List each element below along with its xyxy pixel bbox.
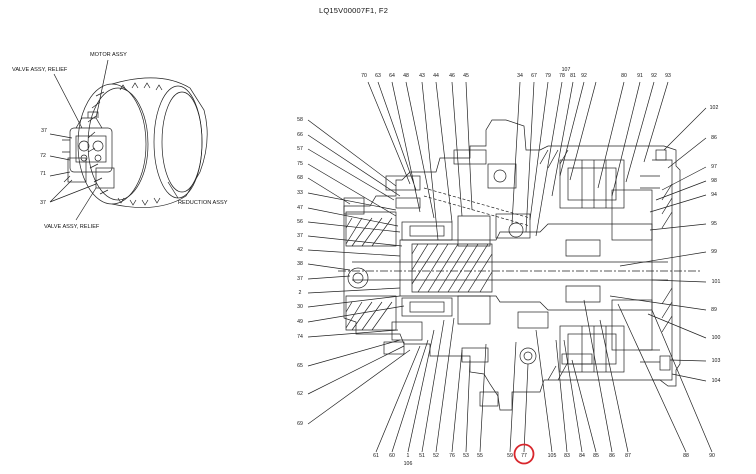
bottom-ref-16: 88 [683,453,689,459]
top-ref-17: 92 [651,73,657,79]
right-ref-6: 99 [711,249,717,255]
top-ref-13: 81 [570,73,576,79]
right-ref-7: 101 [711,279,721,285]
small-ref-0: 37 [41,128,47,134]
left-ref-9: 42 [297,247,303,253]
top-ref-18: 93 [665,73,671,79]
right-ref-3: 98 [711,178,717,184]
bottom-ref-4: 52 [433,453,439,459]
left-ref-7: 56 [297,219,303,225]
left-ref-16: 65 [297,363,303,369]
bottom-ref-17: 90 [709,453,715,459]
left-ref-11: 37 [297,276,303,282]
bottom-ref-7: 55 [477,453,483,459]
right-ref-2: 97 [711,164,717,170]
left-ref-18: 69 [297,421,303,427]
top-ref-10: 79 [545,73,551,79]
left-ref-8: 37 [297,233,303,239]
motor-assembly-isometric [62,77,208,208]
sectional-view [338,119,700,411]
left-ref-6: 47 [297,205,303,211]
top-ref-0: 70 [361,73,367,79]
small-ref-3: 37 [40,200,46,206]
bottom-ref-0: 61 [373,453,379,459]
bottom-ref-8: 59 [507,453,513,459]
top-ref-6: 46 [449,73,455,79]
top-ref-12: 78 [559,73,565,79]
reduction-assy-label: REDUCTION ASSY [178,200,228,206]
top-ref-9: 67 [531,73,537,79]
top-ref-15: 80 [621,73,627,79]
bottom-sub-ref: 106 [403,461,413,467]
top-ref-7: 45 [463,73,469,79]
valve-assy-relief-top-label: VALVE ASSY, RELIEF [12,67,68,73]
bottom-ref-14: 86 [609,453,615,459]
left-ref-1: 66 [297,132,303,138]
top-ref-1: 63 [375,73,381,79]
left-ref-5: 33 [297,190,303,196]
small-ref-2: 71 [40,171,46,177]
bottom-ref-3: 51 [419,453,425,459]
drawing-title: LQ15V00007F1, F2 [319,6,389,15]
bottom-ref-13: 85 [593,453,599,459]
top-ref-16: 91 [637,73,643,79]
left-ref-13: 30 [297,304,303,310]
top-ref-2: 64 [389,73,395,79]
right-ref-11: 104 [711,378,721,384]
top-ref-8: 34 [517,73,523,79]
bottom-ref-12: 84 [579,453,585,459]
left-ref-2: 57 [297,146,303,152]
motor-assy-label: MOTOR ASSY [90,52,127,58]
highlight-circle [513,443,535,465]
bottom-ref-6: 53 [463,453,469,459]
bottom-ref-1: 60 [389,453,395,459]
valve-assy-relief-bottom-label: VALVE ASSY, RELIEF [44,224,100,230]
bottom-ref-15: 87 [625,453,631,459]
bottom-ref-5: 76 [449,453,455,459]
left-ref-17: 62 [297,391,303,397]
right-ref-9: 100 [711,335,721,341]
bottom-ref-9: 77 [521,453,527,459]
right-ref-0: 102 [709,105,719,111]
bottom-ref-2: 1 [406,453,410,459]
left-ref-4: 68 [297,175,303,181]
left-ref-10: 38 [297,261,303,267]
top-ref-14: 92 [581,73,587,79]
right-ref-5: 95 [711,221,717,227]
top-ref-11: 107 [561,67,571,73]
right-ref-10: 103 [711,358,721,364]
top-ref-4: 43 [419,73,425,79]
small-ref-1: 72 [40,153,46,159]
left-ref-12: 2 [298,290,302,296]
left-ref-15: 74 [297,334,303,340]
top-ref-5: 44 [433,73,439,79]
bottom-ref-11: 83 [564,453,570,459]
left-ref-3: 75 [297,161,303,167]
top-ref-3: 48 [403,73,409,79]
left-ref-14: 49 [297,319,303,325]
right-ref-8: 89 [711,307,717,313]
right-ref-1: 86 [711,135,717,141]
bottom-ref-10: 105 [547,453,557,459]
left-ref-0: 58 [297,117,303,123]
right-ref-4: 94 [711,192,717,198]
